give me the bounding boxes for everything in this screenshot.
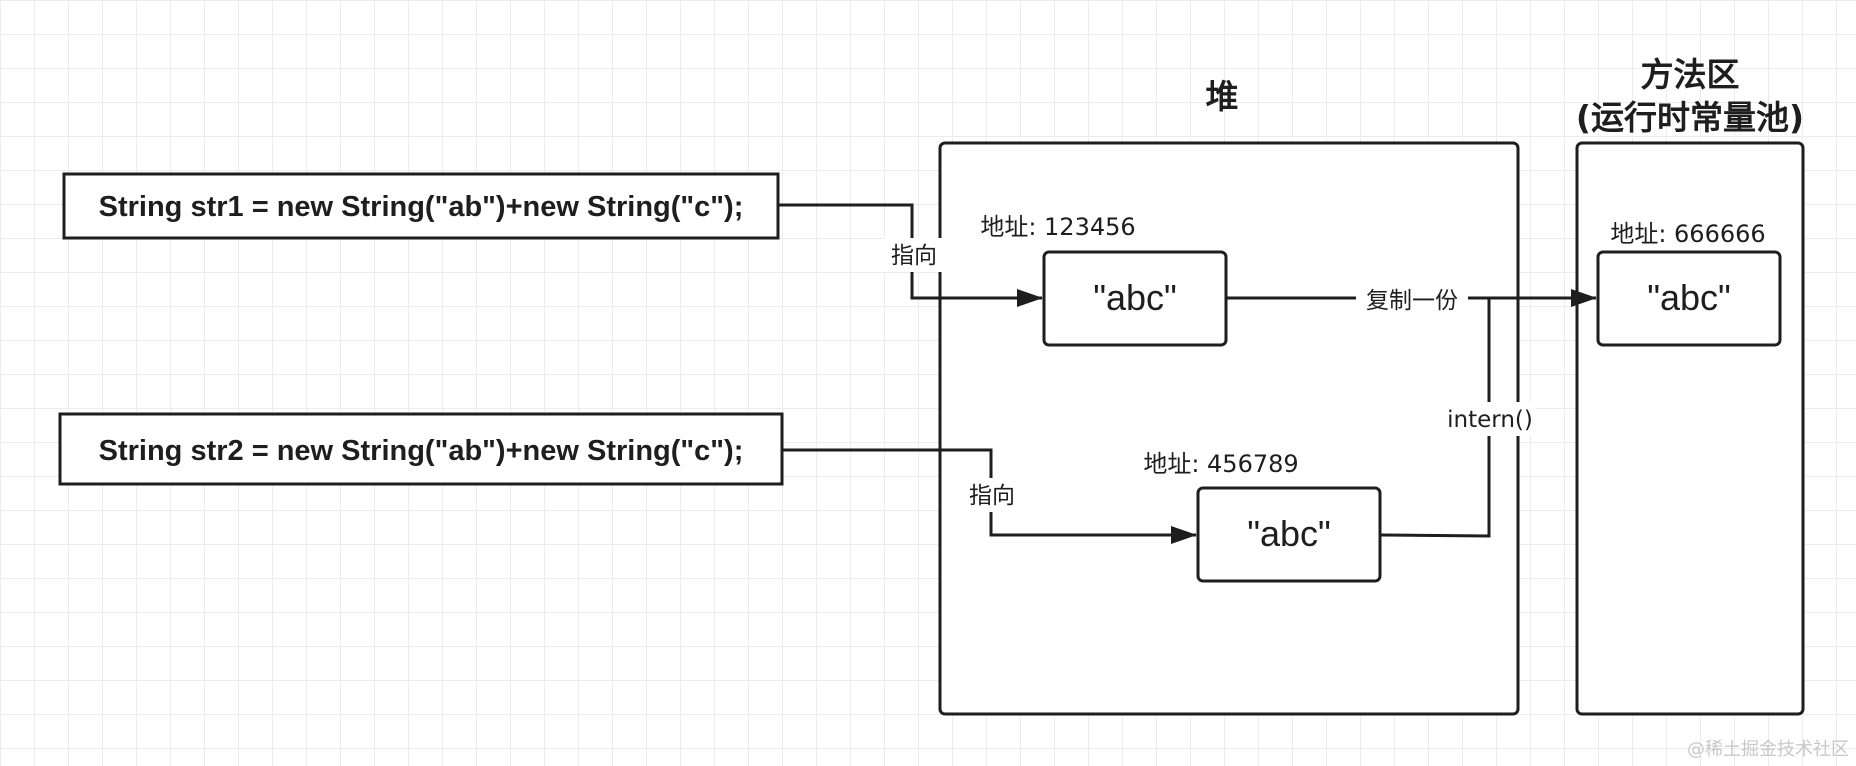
code-line-str2: String str2 = new String("ab")+new Strin… [99,435,744,467]
code-box-str1 [62,172,780,240]
edge-label-intern: intern() [1447,407,1533,433]
method-area-obj-address: 地址: 666666 [1610,220,1765,248]
method-area-obj-box [1596,250,1782,347]
heap-obj1-box [1042,250,1228,347]
watermark: @稀土掘金技术社区 [1687,739,1849,760]
method-area-title: 方法区 [1641,55,1740,94]
heap-obj2-value: "abc" [1247,513,1331,554]
heap-title: 堆 [1206,77,1239,116]
heap-obj1-address: 地址: 123456 [980,213,1135,241]
method-area-subtitle: (运行时常量池) [1576,98,1804,137]
edge-label-points-to-1: 指向 [891,243,937,269]
edge-label-bg-points-to-1 [884,238,944,272]
edge-label-bg-intern [1444,402,1536,436]
edge-label-copy-one: 复制一份 [1366,288,1458,314]
code-line-str1: String str1 = new String("ab")+new Strin… [99,191,744,223]
heap-obj1-value: "abc" [1093,277,1177,318]
edge-label-points-to-2: 指向 [969,483,1015,509]
heap-obj2-box [1196,486,1382,583]
method-area-obj-value: "abc" [1647,277,1731,318]
heap-obj2-address: 地址: 456789 [1143,450,1298,478]
edge-label-bg-copy-one [1356,283,1468,315]
code-box-str2 [58,412,784,486]
arrow-intern-to-method-area [1380,298,1491,538]
edge-label-bg-points-to-2 [962,478,1022,512]
